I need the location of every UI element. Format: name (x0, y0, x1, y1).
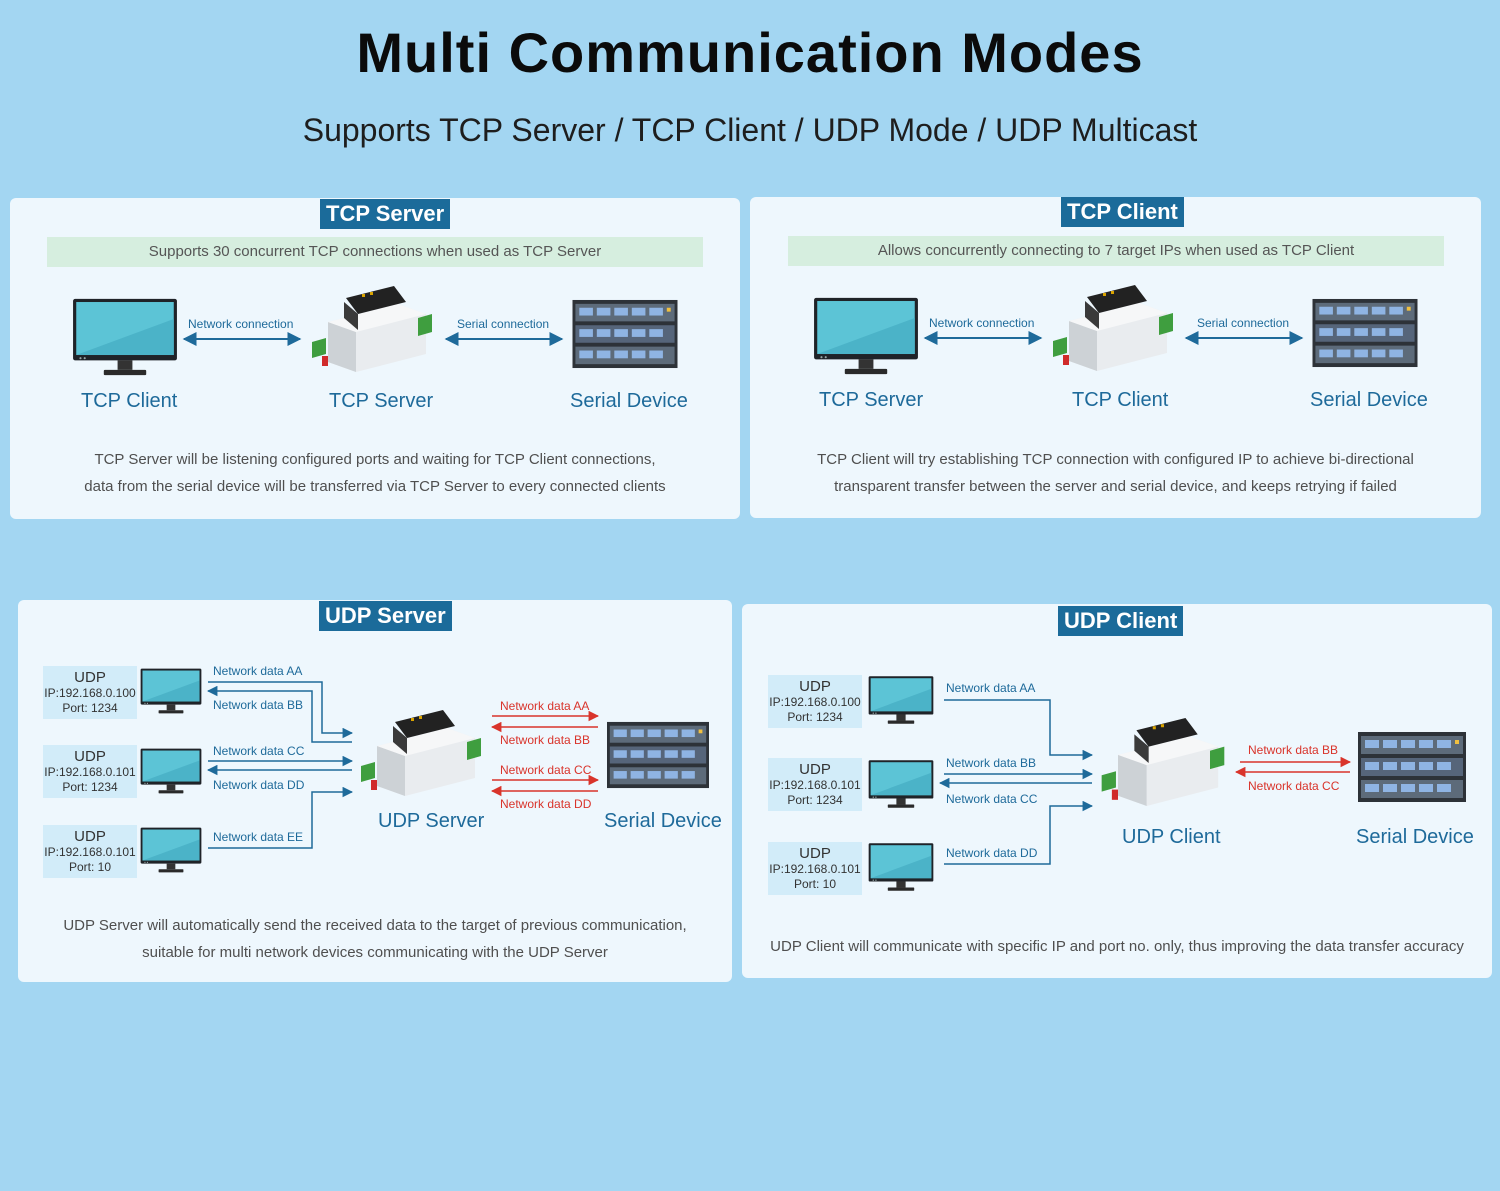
host-proto: UDP (74, 828, 106, 845)
udp-client-net-cc: Network data CC (946, 792, 1038, 806)
server-rack-icon (1358, 732, 1466, 802)
tcp-server-band: Supports 30 concurrent TCP connections w… (47, 237, 703, 267)
host-proto: UDP (799, 678, 831, 695)
tcp-server-desc: TCP Server will be listening configured … (10, 446, 740, 500)
tcp-server-node-left: TCP Client (81, 390, 178, 412)
udp-client-host-2: UDP IP:192.168.0.101 Port: 1234 (768, 758, 862, 811)
monitor-icon (868, 676, 934, 724)
udp-server-desc: UDP Server will automatically send the r… (18, 912, 732, 966)
host-port: Port: 1234 (787, 793, 843, 807)
udp-server-net-aa: Network data AA (213, 664, 303, 678)
monitor-icon (868, 760, 934, 808)
host-port: Port: 10 (68, 860, 112, 874)
host-ip: IP:192.168.0.100 (44, 686, 136, 700)
tcp-client-band: Allows concurrently connecting to 7 targ… (788, 236, 1444, 266)
host-proto: UDP (74, 669, 106, 686)
udp-client-badge: UDP Client (1058, 606, 1184, 636)
tcp-server-link-left: Network connection (188, 317, 294, 331)
udp-server-serial-aa: Network data AA (500, 699, 590, 713)
host-port: Port: 1234 (62, 701, 118, 715)
serial-ethernet-converter-icon (1101, 718, 1225, 806)
tcp-server-node-right: Serial Device (570, 390, 688, 412)
tcp-client-link-right: Serial connection (1197, 316, 1290, 330)
host-port: Port: 1234 (62, 780, 118, 794)
host-ip: IP:192.168.0.101 (44, 765, 136, 779)
tcp-client-node-mid: TCP Client (1072, 389, 1169, 411)
udp-server-panel (18, 600, 732, 982)
udp-server-node-right: Serial Device (604, 810, 722, 832)
udp-client-net-dd: Network data DD (946, 846, 1038, 860)
udp-server-node-mid: UDP Server (378, 810, 485, 832)
host-port: Port: 10 (793, 877, 837, 891)
udp-client-net-bb: Network data BB (946, 756, 1037, 770)
udp-server-net-dd: Network data DD (213, 778, 305, 792)
monitor-icon (868, 843, 934, 891)
udp-server-net-cc: Network data CC (213, 744, 305, 758)
host-ip: IP:192.168.0.101 (769, 778, 861, 792)
udp-client-host-1: UDP IP:192.168.0.100 Port: 1234 (768, 675, 862, 728)
udp-client-desc: UDP Client will communicate with specifi… (742, 933, 1492, 960)
udp-server-desc-line2: suitable for multi network devices commu… (142, 944, 608, 961)
host-ip: IP:192.168.0.101 (769, 862, 861, 876)
tcp-client-desc: TCP Client will try establishing TCP con… (750, 446, 1481, 500)
udp-client-serial-bb: Network data BB (1248, 743, 1339, 757)
host-proto: UDP (799, 761, 831, 778)
tcp-client-desc-line2: transparent transfer between the server … (834, 478, 1397, 495)
tcp-client-desc-line1: TCP Client will try establishing TCP con… (817, 451, 1414, 468)
tcp-server-node-mid: TCP Server (329, 390, 434, 412)
udp-server-host-3: UDP IP:192.168.0.101 Port: 10 (43, 825, 137, 878)
udp-client-host-3: UDP IP:192.168.0.101 Port: 10 (768, 842, 862, 895)
host-ip: IP:192.168.0.101 (44, 845, 136, 859)
host-proto: UDP (799, 845, 831, 862)
udp-server-desc-line1: UDP Server will automatically send the r… (63, 917, 687, 934)
udp-client-desc-line1: UDP Client will communicate with specifi… (770, 938, 1464, 955)
page-subtitle: Supports TCP Server / TCP Client / UDP M… (302, 112, 1198, 148)
page-title: Multi Communication Modes (356, 21, 1144, 84)
tcp-server-desc-line2: data from the serial device will be tran… (84, 478, 666, 495)
udp-client-node-mid: UDP Client (1122, 826, 1221, 848)
host-ip: IP:192.168.0.100 (769, 695, 861, 709)
udp-server-net-bb: Network data BB (213, 698, 304, 712)
udp-server-host-1: UDP IP:192.168.0.100 Port: 1234 (43, 666, 137, 719)
tcp-client-node-left: TCP Server (819, 389, 924, 411)
udp-server-badge: UDP Server (319, 601, 452, 631)
udp-client-net-aa: Network data AA (946, 681, 1036, 695)
tcp-server-link-right: Serial connection (457, 317, 550, 331)
tcp-client-node-right: Serial Device (1310, 389, 1428, 411)
udp-server-net-ee: Network data EE (213, 830, 304, 844)
tcp-server-desc-line1: TCP Server will be listening configured … (94, 451, 656, 468)
udp-client-node-right: Serial Device (1356, 826, 1474, 848)
udp-server-serial-cc: Network data CC (500, 763, 592, 777)
udp-server-host-2: UDP IP:192.168.0.101 Port: 1234 (43, 745, 137, 798)
udp-server-serial-dd: Network data DD (500, 797, 592, 811)
tcp-server-badge: TCP Server (320, 199, 451, 229)
udp-server-serial-bb: Network data BB (500, 733, 591, 747)
tcp-client-badge: TCP Client (1061, 197, 1184, 227)
tcp-client-link-left: Network connection (929, 316, 1035, 330)
udp-client-serial-cc: Network data CC (1248, 779, 1340, 793)
host-proto: UDP (74, 748, 106, 765)
host-port: Port: 1234 (787, 710, 843, 724)
